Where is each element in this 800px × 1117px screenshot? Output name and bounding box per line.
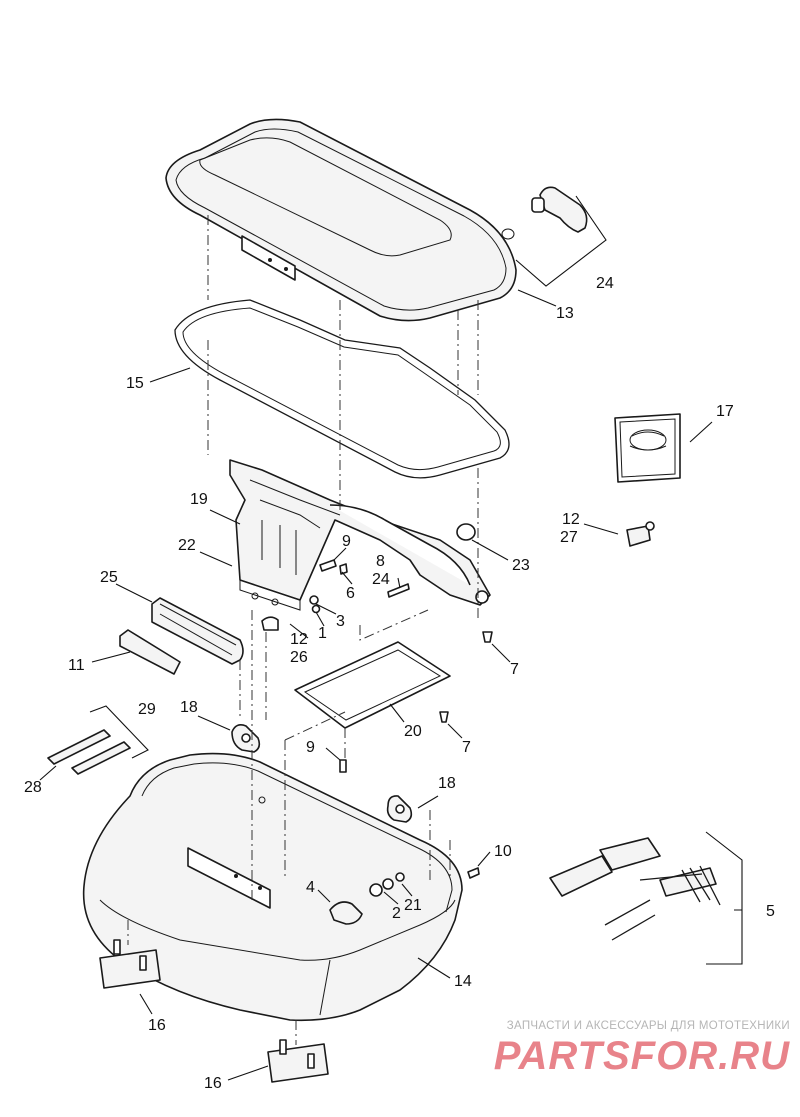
callout-10: 10: [494, 843, 512, 860]
clip: [626, 521, 655, 547]
callout-25: 25: [100, 569, 118, 586]
saddlebag-body: [82, 752, 463, 1022]
callout-11: 11: [68, 657, 85, 674]
callout-labels: 13 24 15 17 19 12 27 22 9 8 23 25 24 6 3…: [24, 275, 775, 1092]
callout-7-lower: 7: [462, 739, 471, 756]
callout-19: 19: [190, 491, 208, 508]
callout-20: 20: [404, 723, 422, 740]
callout-27: 27: [560, 529, 578, 546]
watermark-logo: PARTSFOR.RU: [493, 1034, 790, 1078]
saddlebag-lid: [165, 118, 517, 322]
base-plate: [294, 641, 451, 729]
callout-12-left: 12: [290, 631, 308, 648]
latch-ring-18b: [386, 795, 413, 823]
grommet: [456, 523, 476, 541]
callout-14: 14: [454, 973, 472, 990]
callout-17: 17: [716, 403, 734, 420]
callout-3: 3: [336, 613, 345, 630]
leader-lines: [39, 195, 743, 1081]
trim-strip-11: [119, 629, 181, 675]
callout-12-right: 12: [562, 511, 580, 528]
callout-24-mid: 24: [372, 571, 390, 588]
mount-bracket-16b: [267, 1039, 329, 1083]
callout-16-lower: 16: [204, 1075, 222, 1092]
latch-ring-18a: [231, 724, 261, 753]
callout-2: 2: [392, 905, 401, 922]
callout-26: 26: [290, 649, 308, 666]
alignment-lines: [127, 215, 479, 1045]
callout-16-upper: 16: [148, 1017, 166, 1034]
callout-29: 29: [138, 701, 156, 718]
reflector-25: [151, 597, 244, 665]
hinge-handle: [501, 186, 588, 240]
callout-21: 21: [404, 897, 422, 914]
callout-6: 6: [346, 585, 355, 602]
callout-22: 22: [178, 537, 196, 554]
callout-28: 28: [24, 779, 42, 796]
callout-15: 15: [126, 375, 144, 392]
seal-strips: [47, 729, 131, 775]
lid-seal: [174, 299, 510, 479]
inner-liner-frame: [229, 459, 491, 611]
callout-13: 13: [556, 305, 574, 322]
latch-parts: [329, 872, 405, 925]
callout-24-top: 24: [596, 275, 614, 292]
callout-9-lower: 9: [306, 739, 315, 756]
callout-18-left: 18: [180, 699, 198, 716]
callout-4: 4: [306, 879, 315, 896]
watermark-tagline: ЗАПЧАСТИ И АКСЕССУАРЫ ДЛЯ МОТОТЕХНИКИ: [506, 1020, 790, 1032]
callout-5: 5: [766, 903, 775, 920]
mount-bracket-16a: [99, 939, 161, 989]
lock-kit-package: [614, 413, 681, 483]
callout-8: 8: [376, 553, 385, 570]
callout-18-right: 18: [438, 775, 456, 792]
callout-1: 1: [318, 625, 327, 642]
fasteners: [261, 559, 493, 879]
callout-23: 23: [512, 557, 530, 574]
tool-kit: [549, 837, 721, 941]
callout-7-upper: 7: [510, 661, 519, 678]
callout-9-upper: 9: [342, 533, 351, 550]
